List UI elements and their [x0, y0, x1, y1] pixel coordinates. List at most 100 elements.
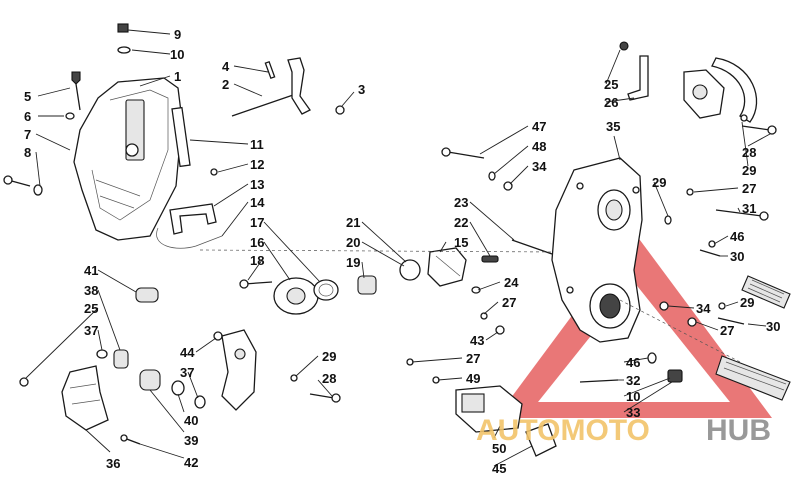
- leader-12: [217, 163, 249, 173]
- leader-28a: [747, 133, 771, 147]
- linkage-washer-37: [96, 349, 108, 359]
- leader-41: [97, 269, 137, 293]
- lower-washer-46: [647, 352, 657, 364]
- leader-20: [361, 241, 405, 267]
- leader-36: [85, 429, 111, 453]
- jackshaft-upper-spline: [747, 279, 785, 303]
- lower-nut-34: [659, 301, 669, 311]
- tensioner-bolt: [243, 281, 273, 285]
- linkage-bushing-38: [113, 349, 129, 369]
- linkage-bolt-28: [309, 393, 335, 399]
- linkage-group: [19, 287, 341, 445]
- linkage-washer-29: [290, 374, 298, 382]
- callout-18: 18: [250, 253, 264, 268]
- leader-37b: [187, 371, 199, 399]
- bracket-nut-25: [619, 41, 629, 51]
- cover-bolt-hole: [125, 143, 139, 157]
- callout-28: 28: [322, 371, 336, 386]
- gear-case-stud-1: [576, 182, 584, 190]
- leader-35: [613, 135, 621, 161]
- tensioner-group: [199, 239, 557, 315]
- leader-2: [233, 83, 263, 97]
- shift-small-bolt: [210, 168, 218, 176]
- shift-lever: [287, 57, 311, 115]
- callout-labels: 9 10 1 5 6 7 8 4 2 3 11 12 13 14 17 16 1…: [24, 27, 780, 476]
- tensioner-bushing: [357, 275, 377, 295]
- leader-10b: [623, 377, 671, 397]
- lower-nut-27: [687, 317, 697, 327]
- leader-26: [605, 97, 635, 103]
- callout-5: 5: [24, 89, 31, 104]
- gear-case-stud-2: [632, 186, 640, 194]
- callout-46: 46: [730, 229, 744, 244]
- leader-46b: [623, 357, 649, 363]
- linkage-washer-37b: [194, 395, 206, 409]
- callout-9: 9: [174, 27, 181, 42]
- callout-23: 23: [454, 195, 468, 210]
- shift-circlip: [335, 105, 345, 115]
- callout-24: 24: [504, 275, 519, 290]
- leader-23: [469, 201, 515, 241]
- jackshaft-lower: [715, 355, 791, 401]
- callout-27: 27: [720, 323, 734, 338]
- case-bolt-47-head: [441, 147, 451, 157]
- dipstick-o-ring: [65, 112, 75, 120]
- shift-pin: [264, 60, 276, 80]
- callout-42: 42: [184, 455, 198, 470]
- tensioner-disc-hub: [286, 287, 306, 305]
- leader-28b: [317, 379, 333, 397]
- linkage-washer-40: [171, 380, 185, 396]
- case-bolt-30: [699, 249, 721, 257]
- gear-case-group: [441, 41, 791, 401]
- caliper-bolt-28: [741, 125, 771, 131]
- tensioner-ring-inner: [318, 283, 334, 297]
- cover-washer-8: [33, 184, 43, 196]
- linkage-spacer-39: [139, 369, 161, 391]
- lower-bolt-30: [717, 317, 745, 325]
- callout-15: 15: [454, 235, 468, 250]
- leader-39: [149, 389, 185, 433]
- leader-21: [361, 221, 407, 263]
- leader-31: [737, 207, 741, 213]
- callout-27: 27: [742, 181, 756, 196]
- watermark-text-a: AUTOMOTO: [476, 414, 650, 447]
- callout-37: 37: [180, 365, 194, 380]
- callout-16: 16: [250, 235, 264, 250]
- leader-34a: [509, 165, 529, 185]
- callout-4: 4: [222, 59, 230, 74]
- leader-29d: [295, 355, 319, 377]
- leader-43: [485, 331, 499, 341]
- linkage-body-36: [61, 365, 109, 431]
- linkage-arm-hole: [234, 348, 246, 360]
- callout-35: 35: [606, 119, 620, 134]
- case-bolt-47: [447, 151, 485, 159]
- callout-29: 29: [322, 349, 336, 364]
- callout-34: 34: [696, 301, 711, 316]
- drive-chain: [156, 227, 223, 249]
- dipstick-shaft: [75, 83, 81, 111]
- callout-27: 27: [502, 295, 516, 310]
- jackshaft: [619, 275, 791, 401]
- case-washer-29: [664, 215, 672, 225]
- callout-30: 30: [730, 249, 744, 264]
- callout-22: 22: [454, 215, 468, 230]
- leader-10a: [131, 49, 171, 55]
- callout-11: 11: [250, 137, 264, 152]
- callout-49: 49: [466, 371, 480, 386]
- leader-8: [35, 151, 41, 187]
- gear-case-stud-3: [566, 286, 574, 294]
- case-washer-27: [686, 188, 694, 196]
- callout-13: 13: [250, 177, 264, 192]
- leader-lines: [25, 29, 771, 467]
- leader-25b: [25, 307, 99, 379]
- lower-washer-29: [718, 302, 726, 310]
- leader-40: [177, 393, 185, 413]
- top-plug-gasket: [117, 46, 131, 54]
- leader-27a: [483, 301, 499, 315]
- leader-7: [35, 133, 71, 151]
- cover-rib: [95, 179, 141, 209]
- leader-44: [195, 337, 217, 353]
- callout-10: 10: [626, 389, 640, 404]
- leader-27d: [411, 357, 463, 363]
- tensioner-housing-line: [435, 255, 461, 277]
